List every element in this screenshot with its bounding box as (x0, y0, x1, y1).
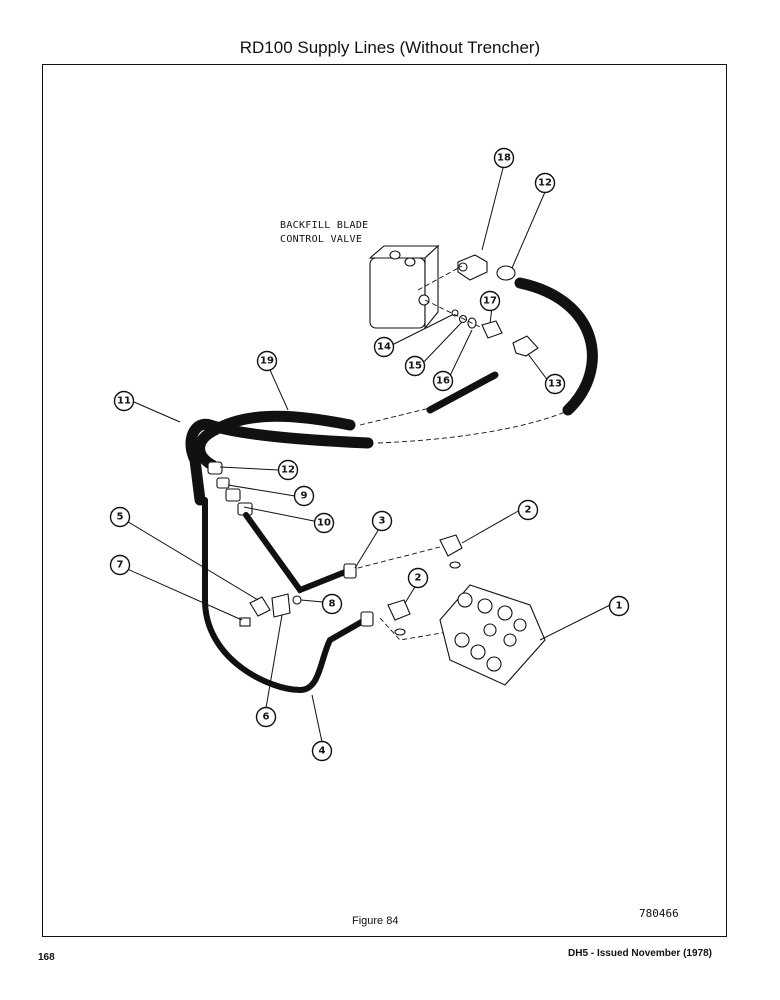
callout-12-lower: 12 (277, 459, 299, 481)
hose-end-short (426, 371, 499, 414)
svg-text:5: 5 (117, 512, 124, 523)
elbow-2-upper (439, 534, 463, 557)
figure-caption: Figure 84 (352, 915, 399, 927)
issue-line: DH5 - Issued November (1978) (568, 948, 712, 959)
callout-1: 1 (608, 595, 630, 617)
callout-12-top: 12 (534, 172, 556, 194)
svg-text:8: 8 (329, 599, 336, 610)
plate-6 (271, 593, 291, 618)
svg-text:18: 18 (497, 153, 511, 164)
callout-18: 18 (493, 147, 515, 169)
callout-4: 4 (311, 740, 333, 762)
callout-3: 3 (371, 510, 393, 532)
control-valve-body (368, 244, 440, 330)
fitting-9 (216, 477, 230, 489)
elbow-2-lower (387, 599, 411, 621)
callout-5: 5 (109, 506, 131, 528)
hose-11 (185, 418, 374, 506)
svg-text:19: 19 (260, 356, 274, 367)
hose-upper-right (514, 277, 598, 416)
callout-7: 7 (109, 554, 131, 576)
clamp-12-lower (207, 461, 223, 475)
fitting-9b (225, 488, 241, 502)
svg-text:12: 12 (281, 465, 295, 476)
svg-text:16: 16 (436, 376, 450, 387)
page-title: RD100 Supply Lines (Without Trencher) (239, 38, 541, 57)
svg-text:7: 7 (117, 560, 124, 571)
clamp-5 (249, 596, 271, 617)
nut-4 (360, 611, 374, 627)
callout-13: 13 (544, 373, 566, 395)
main-control-valve-1 (439, 584, 546, 686)
callout-19: 19 (256, 350, 278, 372)
callout-2-lower: 2 (407, 567, 429, 589)
callout-8: 8 (321, 593, 343, 615)
callout-10: 10 (313, 512, 335, 534)
adapter-17 (481, 320, 503, 339)
svg-text:2: 2 (415, 573, 422, 584)
nut-8 (292, 595, 302, 605)
elbow-13 (512, 335, 539, 357)
callout-9: 9 (293, 485, 315, 507)
svg-text:9: 9 (301, 491, 308, 502)
callout-11: 11 (113, 390, 135, 412)
callout-14: 14 (373, 336, 395, 358)
svg-text:12: 12 (538, 178, 552, 189)
svg-text:6: 6 (263, 712, 270, 723)
callout-17: 17 (479, 290, 501, 312)
svg-text:3: 3 (379, 516, 386, 527)
svg-text:2: 2 (525, 505, 532, 516)
hose-clamp-12-top (496, 265, 516, 281)
figure-frame (42, 64, 727, 937)
nut-3 (343, 563, 357, 579)
bolt-7 (239, 617, 251, 627)
elbow-fitting-18 (457, 254, 488, 281)
callout-6: 6 (255, 706, 277, 728)
svg-text:14: 14 (377, 342, 391, 353)
svg-text:4: 4 (319, 746, 326, 757)
callout-15: 15 (404, 355, 426, 377)
svg-text:13: 13 (548, 379, 562, 390)
svg-text:1: 1 (616, 601, 623, 612)
svg-text:17: 17 (483, 296, 497, 307)
svg-text:15: 15 (408, 361, 422, 372)
svg-text:11: 11 (117, 396, 131, 407)
drawing-number: 780466 (639, 907, 679, 920)
callout-16: 16 (432, 370, 454, 392)
svg-text:10: 10 (317, 518, 331, 529)
page-number: 168 (38, 952, 55, 963)
callout-2-upper: 2 (517, 499, 539, 521)
o-ring-14 (451, 309, 459, 317)
valve-label-line2: CONTROL VALVE (280, 234, 363, 245)
valve-label-line1: BACKFILL BLADE (280, 220, 369, 231)
tube-3 (243, 512, 353, 594)
